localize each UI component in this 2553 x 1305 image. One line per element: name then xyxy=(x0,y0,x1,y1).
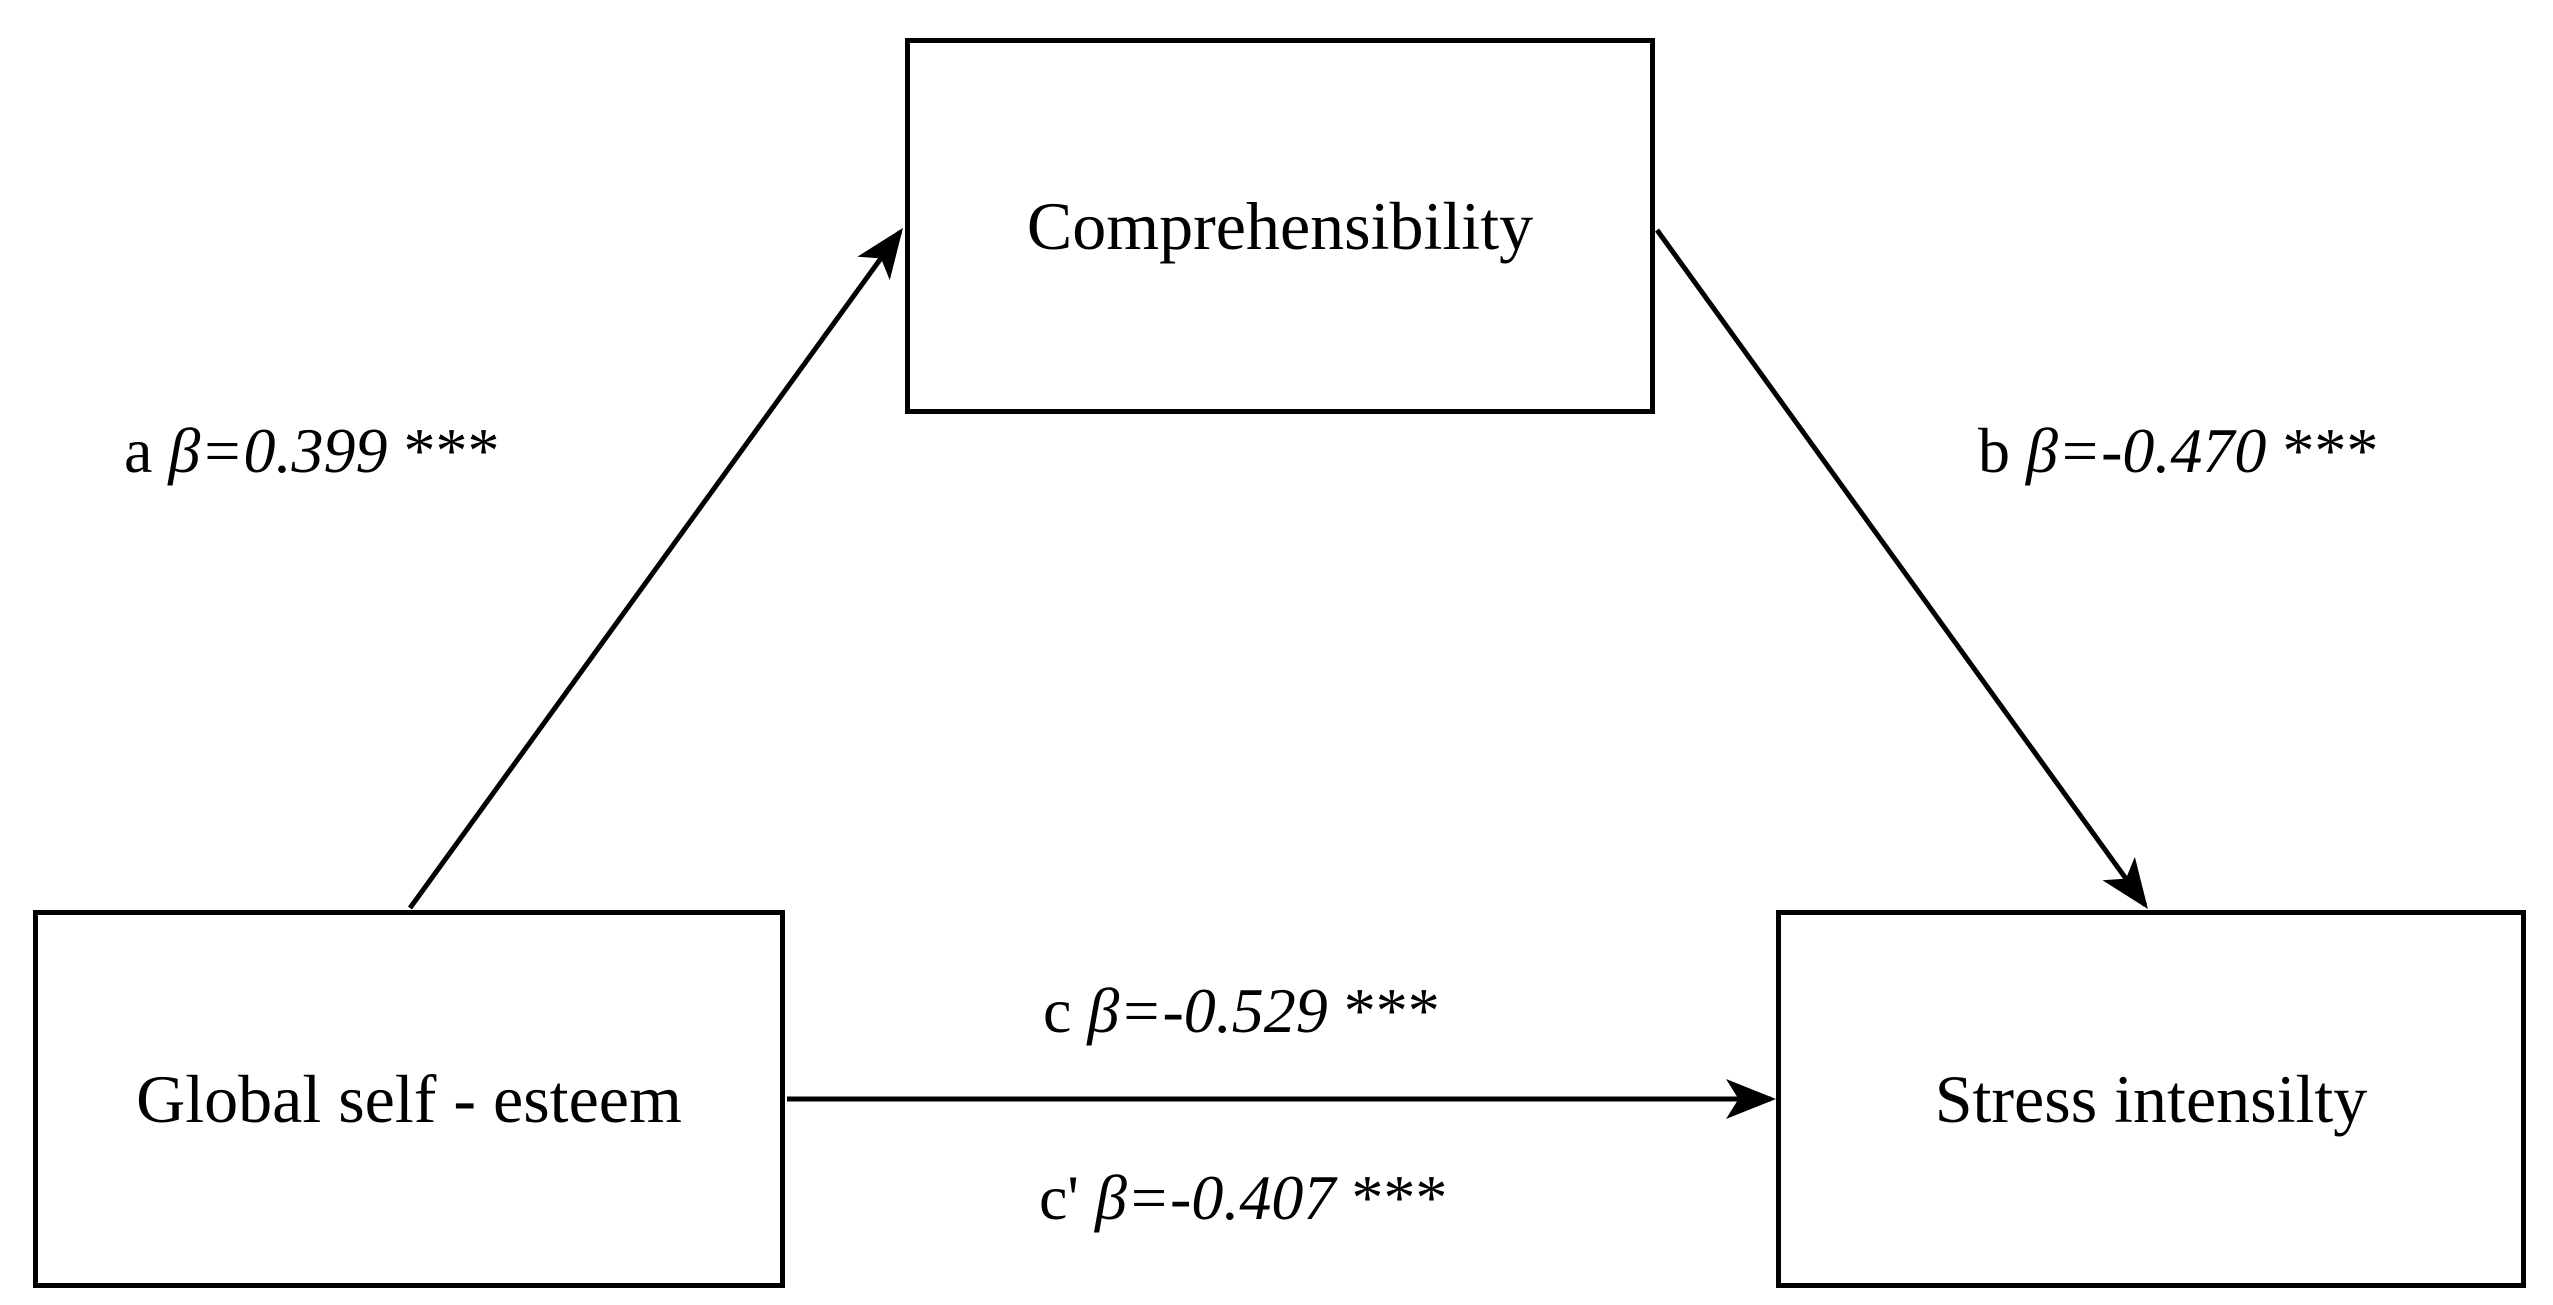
path-c-prime-letter: c' xyxy=(1039,1162,1079,1233)
outcome-box: Stress intensilty xyxy=(1776,910,2526,1288)
path-a-letter: a xyxy=(124,415,153,486)
path-a-beta: β=0.399 xyxy=(168,415,388,486)
arrow-b xyxy=(1654,228,2148,910)
mediator-box: Comprehensibility xyxy=(905,38,1655,414)
path-b-letter: b xyxy=(1978,415,2010,486)
path-c-label: c β=-0.529 *** xyxy=(1043,979,1440,1043)
path-c-significance: *** xyxy=(1343,975,1440,1046)
path-c-prime-label: c' β=-0.407 *** xyxy=(1039,1166,1447,1230)
path-b-label: b β=-0.470 *** xyxy=(1978,419,2378,483)
predictor-box: Global self - esteem xyxy=(33,910,785,1288)
path-b-significance: *** xyxy=(2282,415,2379,486)
path-c-letter: c xyxy=(1043,975,1072,1046)
path-c-prime-significance: *** xyxy=(1351,1162,1448,1233)
path-b-beta: β=-0.470 xyxy=(2026,415,2267,486)
path-c-beta: β=-0.529 xyxy=(1087,975,1328,1046)
outcome-label: Stress intensilty xyxy=(1934,1060,2368,1137)
path-c-prime-beta: β=-0.407 xyxy=(1094,1162,1336,1233)
path-a-label: a β=0.399 *** xyxy=(124,419,499,483)
mediator-label: Comprehensibility xyxy=(1026,187,1534,264)
predictor-label: Global self - esteem xyxy=(136,1060,682,1137)
arrow-a xyxy=(407,227,903,910)
path-a-significance: *** xyxy=(403,415,500,486)
